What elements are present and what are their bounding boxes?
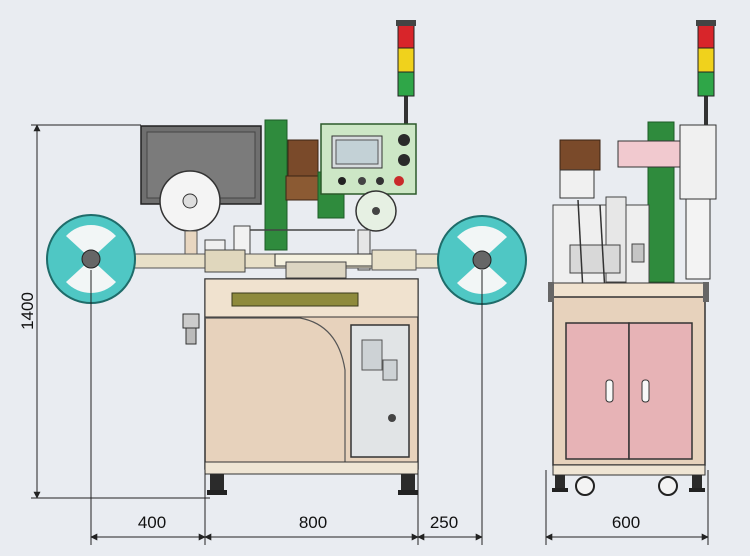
air-filter <box>182 313 200 345</box>
casters-side <box>552 464 706 496</box>
dim-left-reel-offset: 400 <box>138 513 166 532</box>
dim-height: 1400 <box>18 292 37 330</box>
electrical-box <box>350 324 410 458</box>
conveyor-track <box>132 249 444 279</box>
dim-side-depth: 600 <box>612 513 640 532</box>
casters-front <box>207 474 418 495</box>
signal-tower-front <box>396 20 416 124</box>
side-doors <box>565 322 693 460</box>
dim-right-reel-offset: 250 <box>430 513 458 532</box>
left-reel <box>46 214 136 304</box>
dim-machine-width: 800 <box>299 513 327 532</box>
front-view <box>46 20 527 495</box>
tape-bobbin <box>159 170 221 267</box>
dimension-lines <box>31 124 709 545</box>
side-mechanism <box>552 121 717 311</box>
side-view <box>548 20 717 496</box>
dimension-labels: 1400 400 800 250 600 <box>18 292 640 532</box>
control-panel <box>320 123 417 195</box>
signal-tower-side <box>696 20 716 126</box>
